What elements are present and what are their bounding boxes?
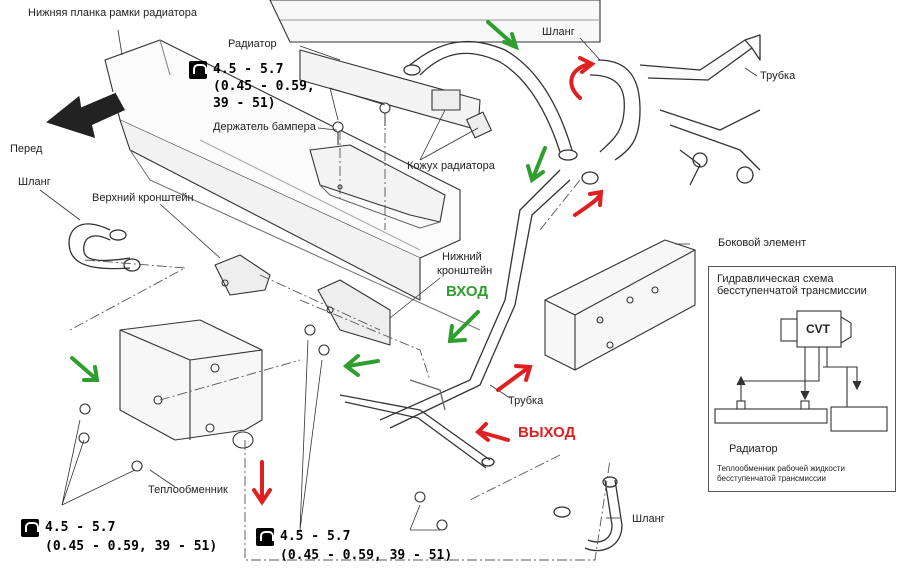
label-lower-bracket-1: Нижний	[442, 251, 482, 263]
torque-left-line1: 4.5 - 5.7	[45, 520, 116, 535]
label-pipe-top: Трубка	[760, 70, 796, 82]
label-hose-top: Шланг	[542, 26, 575, 38]
torque-top-line2: (0.45 - 0.59,	[213, 79, 315, 94]
bottom-right-hose	[553, 476, 623, 552]
transmission-pipes	[339, 169, 571, 469]
torque-center-line2: (0.45 - 0.59, 39 - 51)	[280, 548, 453, 563]
wrench-icon	[189, 61, 207, 79]
upper-bracket	[214, 254, 271, 296]
label-front: Перед	[10, 143, 43, 155]
torque-left-line2: (0.45 - 0.59, 39 - 51)	[45, 539, 218, 554]
legend-radiator-label: Радиатор	[729, 443, 778, 455]
top-hose	[403, 40, 578, 161]
label-outlet: ВЫХОД	[518, 424, 576, 441]
label-lower-bracket-2: кронштейн	[437, 265, 493, 277]
label-heat-exchanger: Теплообменник	[148, 484, 228, 496]
top-right-hose	[581, 34, 761, 186]
green-flow-arrow-icon	[70, 20, 547, 382]
label-pipe-mid: Трубка	[508, 395, 544, 407]
lower-radiator-rail	[104, 39, 481, 331]
side-member	[544, 239, 696, 371]
legend-scheme-drawing	[714, 310, 888, 432]
front-arrow-icon	[44, 91, 125, 138]
left-hose	[68, 223, 141, 272]
legend-title: Гидравлическая схема бесступенчатой тран…	[717, 273, 867, 297]
bumper-holder	[309, 144, 446, 229]
label-leader-lines	[39, 29, 758, 531]
legend-cvt-label: CVT	[806, 322, 830, 336]
wrench-icon	[256, 528, 274, 546]
label-hose-left: Шланг	[18, 176, 51, 188]
label-inlet: ВХОД	[446, 283, 489, 300]
radiator-shroud	[431, 89, 492, 139]
label-side-member: Боковой элемент	[718, 237, 807, 249]
label-upper-bracket: Верхний кронштейн	[92, 192, 194, 204]
label-radiator-shroud: Кожух радиатора	[407, 160, 495, 172]
leader-lines	[69, 115, 611, 561]
heat-exchanger	[119, 319, 263, 449]
wrench-icon	[21, 519, 39, 537]
label-bumper-holder: Держатель бампера	[213, 121, 316, 133]
legend-exchanger-label: Теплообменник рабочей жидкости бесступен…	[717, 464, 845, 483]
torque-top-line1: 4.5 - 5.7	[213, 62, 284, 77]
label-lower-radiator-rail: Нижняя планка рамки радиатора	[28, 7, 198, 19]
hydraulic-scheme-legend: Гидравлическая схема бесступенчатой тран…	[708, 266, 896, 492]
label-radiator: Радиатор	[228, 38, 277, 50]
torque-center-line1: 4.5 - 5.7	[280, 529, 351, 544]
lower-bracket	[317, 279, 391, 346]
red-flow-arrow-icon	[252, 56, 604, 506]
label-hose-bottom: Шланг	[632, 513, 665, 525]
torque-top-line3: 39 - 51)	[213, 96, 276, 111]
